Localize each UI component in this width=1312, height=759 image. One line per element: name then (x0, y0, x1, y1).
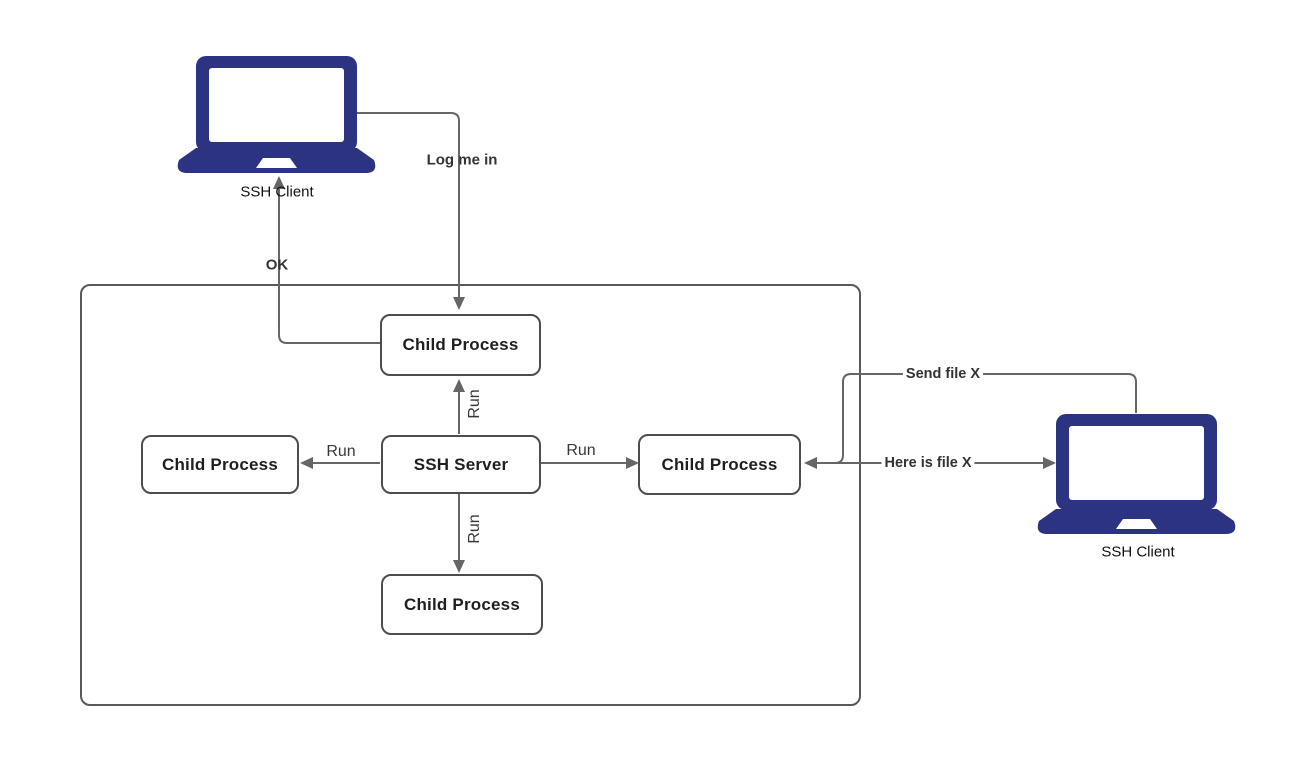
edge-label-send-file: Send file X (902, 366, 984, 382)
arrowhead-run-left (300, 457, 313, 469)
node-child-process-top: Child Process (380, 314, 541, 376)
edge-label-run-right: Run (566, 442, 596, 459)
arrowhead-log-me-in (453, 297, 465, 310)
edge-send-file (825, 373, 1137, 464)
node-child-process-bottom: Child Process (381, 574, 543, 635)
laptop-icon-right (1037, 414, 1236, 534)
edge-label-run-up: Run (466, 389, 483, 419)
arrowhead-here-is-file (1043, 457, 1056, 469)
edge-label-run-down: Run (466, 514, 483, 544)
node-label: Child Process (402, 335, 519, 354)
edge-label-ok: OK (265, 256, 289, 274)
arrowhead-run-right (626, 457, 639, 469)
caption-ssh-client-right: SSH Client (1101, 543, 1175, 561)
edge-ok (278, 188, 380, 344)
node-label: SSH Server (413, 454, 509, 474)
node-ssh-server: SSH Server (381, 435, 541, 494)
edge-label-run-left: Run (326, 443, 356, 460)
arrowhead-run-down (453, 560, 465, 573)
arrowhead-send-file (804, 457, 817, 469)
node-label: Child Process (661, 454, 778, 474)
arrowhead-run-up (453, 379, 465, 392)
node-label: Child Process (404, 594, 520, 614)
caption-ssh-client-top-left: SSH Client (240, 183, 314, 201)
node-child-process-left: Child Process (141, 435, 299, 494)
laptop-icon-top-left (177, 56, 376, 173)
edge-log-me-in (355, 112, 460, 298)
node-child-process-right: Child Process (638, 434, 801, 495)
edge-label-log-me-in: Log me in (426, 151, 498, 169)
edge-label-here-is-file: Here is file X (881, 455, 975, 471)
node-label: Child Process (162, 454, 278, 474)
arrowhead-ok (273, 176, 285, 189)
